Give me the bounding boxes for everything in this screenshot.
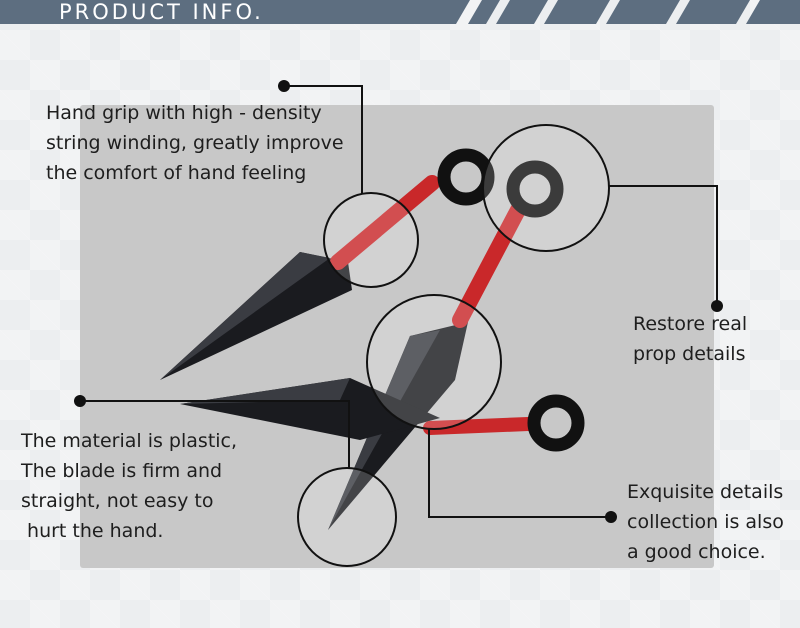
highlight-circle-blade (366, 294, 502, 430)
callout-label-material: The material is plastic, The blade is fi… (21, 430, 238, 542)
callout-dot-exquisite (605, 511, 617, 523)
header-title: PRODUCT INFO. (59, 0, 264, 24)
highlight-circle-ring (482, 124, 610, 252)
callout-dot-material (74, 395, 86, 407)
kunai-lower-ring (527, 394, 585, 452)
callout-line-grip (284, 85, 363, 194)
callout-line-exquisite (428, 429, 611, 518)
callout-label-exquisite: Exquisite details collection is also a g… (627, 481, 784, 563)
kunai-middle-grip (452, 202, 526, 328)
kunai-middle-ring (506, 160, 564, 218)
highlight-circle-grip (323, 192, 419, 288)
kunai-upper-ring (437, 148, 495, 206)
header-bar-shape (0, 0, 800, 24)
callout-label-grip: Hand grip with high - density string win… (46, 102, 344, 184)
callout-dot-restore (711, 300, 723, 312)
header-bar: PRODUCT INFO. (0, 0, 800, 24)
callout-label-restore: Restore real prop details (633, 313, 748, 365)
kunai-upper-grip (330, 175, 440, 270)
highlight-circle-tip (297, 467, 397, 567)
kunai-upper (160, 148, 495, 380)
callout-dot-grip (278, 80, 290, 92)
callout-line-restore (609, 185, 718, 306)
kunai-upper-blade (160, 252, 352, 380)
callout-line-material (80, 400, 350, 469)
